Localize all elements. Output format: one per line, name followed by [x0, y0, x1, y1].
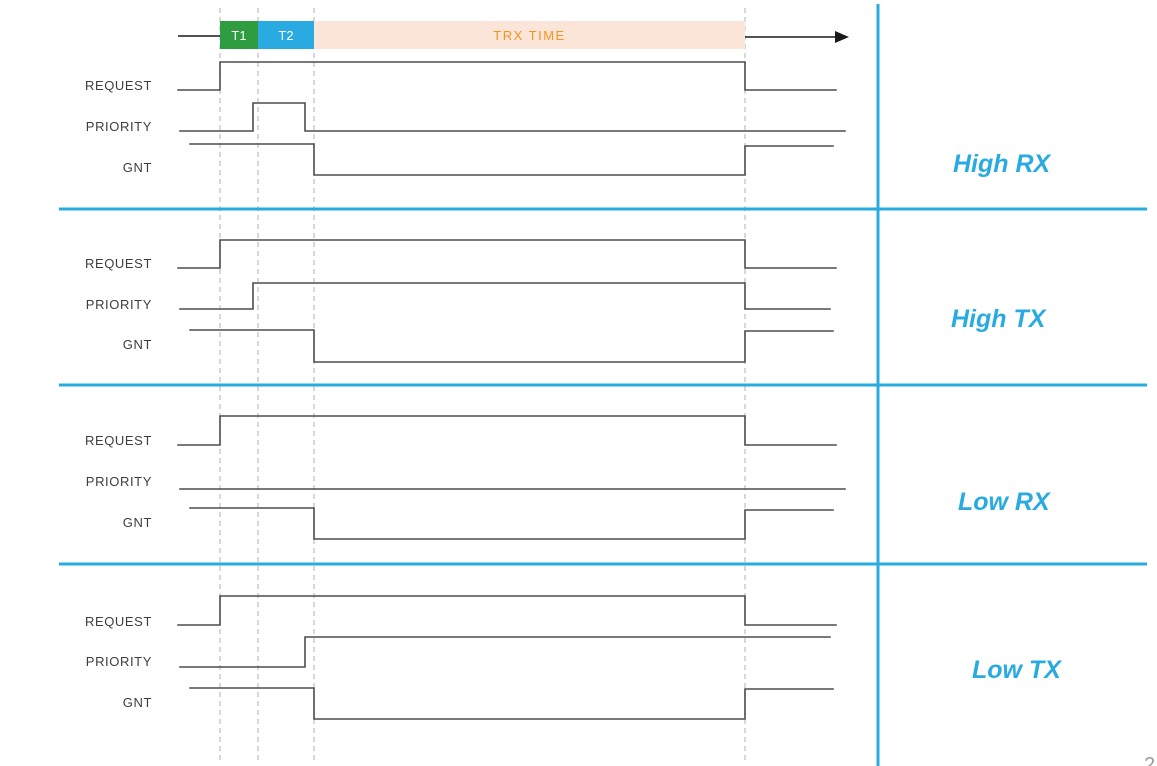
timeline-trx-box: TRX TIME	[314, 21, 745, 49]
signal-label-request: REQUEST	[84, 256, 152, 271]
signal-label-gnt: GNT	[122, 515, 152, 530]
signal-label-priority: PRIORITY	[85, 297, 152, 312]
signal-label-priority: PRIORITY	[85, 654, 152, 669]
signal-label-request: REQUEST	[84, 614, 152, 629]
signal-label-gnt: GNT	[122, 160, 152, 175]
timeline-t1-label: T1	[231, 27, 247, 43]
section-label-low-tx: Low TX	[972, 656, 1061, 684]
timeline-t2-label: T2	[278, 27, 294, 43]
page-number-partial: 2	[1144, 754, 1156, 766]
timeline-t2-box: T2	[258, 21, 314, 49]
signal-label-priority: PRIORITY	[85, 119, 152, 134]
waveform-low-rx-gnt	[189, 507, 834, 540]
waveform-low-tx-priority	[179, 636, 831, 668]
timeline-arrow-head-icon	[835, 31, 849, 43]
signal-label-priority: PRIORITY	[85, 474, 152, 489]
section-label-low-rx: Low RX	[958, 488, 1050, 516]
signal-label-gnt: GNT	[122, 337, 152, 352]
section-label-high-tx: High TX	[951, 305, 1046, 333]
signal-label-request: REQUEST	[84, 78, 152, 93]
signal-label-request: REQUEST	[84, 433, 152, 448]
waveform-low-rx-request	[177, 415, 837, 446]
section-label-high-rx: High RX	[953, 150, 1051, 178]
signal-label-gnt: GNT	[122, 695, 152, 710]
waveform-low-tx-gnt	[189, 687, 834, 720]
waveform-high-tx-gnt	[189, 329, 834, 363]
waveform-high-rx-priority	[179, 102, 846, 132]
timeline-trx-label: TRX TIME	[493, 27, 566, 43]
waveform-high-rx-gnt	[189, 143, 834, 176]
waveform-high-rx-request	[177, 61, 837, 91]
waveform-high-tx-request	[177, 239, 837, 269]
waveform-low-tx-request	[177, 595, 837, 626]
timeline-t1-box: T1	[220, 21, 258, 49]
waveform-high-tx-priority	[179, 282, 831, 310]
